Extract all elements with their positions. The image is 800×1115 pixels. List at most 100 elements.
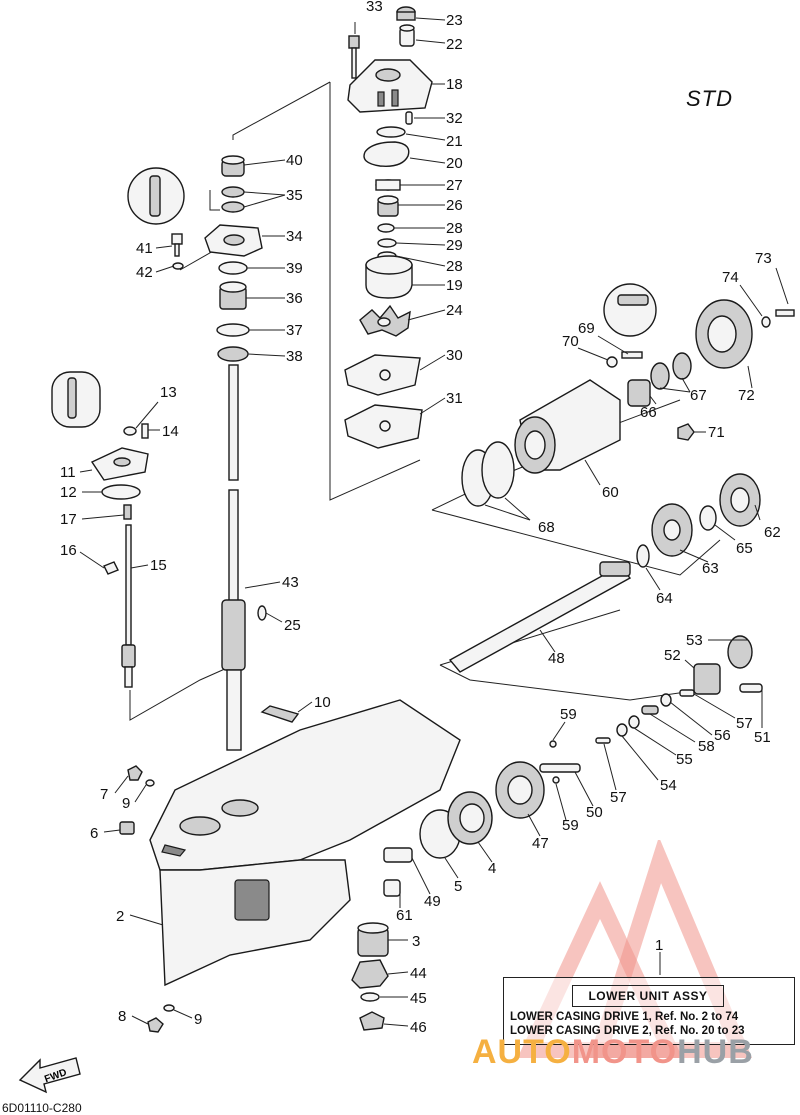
gasket-21 — [376, 126, 406, 138]
callout-25: 25 — [284, 617, 301, 634]
callout-38: 38 — [286, 348, 303, 365]
callout-19: 19 — [446, 277, 463, 294]
callout-72: 72 — [738, 387, 755, 404]
lower-casing-2 — [149, 699, 461, 987]
water-pump-group-line — [232, 81, 331, 140]
insert-cartridge-22 — [399, 24, 415, 47]
callout-6: 6 — [90, 825, 98, 842]
callout-31: 31 — [446, 390, 463, 407]
spring-58 — [641, 705, 659, 715]
shift-plunger-50 — [539, 763, 581, 773]
pin-57b — [595, 737, 611, 744]
callout-20: 20 — [446, 155, 463, 172]
assembly-info-box — [503, 977, 795, 1045]
callout-61: 61 — [396, 907, 413, 924]
bearing-36 — [219, 281, 247, 310]
callout-labels: 33 23 22 18 32 21 20 27 26 28 29 28 19 2… — [60, 0, 781, 1036]
pump-housing-18 — [347, 59, 433, 113]
watermark-part-2: MOTO — [571, 1033, 678, 1071]
callout-56: 56 — [714, 727, 731, 744]
washer-45 — [360, 992, 380, 1002]
callout-60: 60 — [602, 484, 619, 501]
callout-7: 7 — [100, 786, 108, 803]
callout-9a: 9 — [122, 795, 130, 812]
callout-1: 1 — [655, 937, 663, 954]
grommet-23 — [396, 6, 416, 21]
bushing-61 — [383, 879, 401, 897]
pin-57a — [679, 689, 695, 697]
sleeve-38 — [217, 346, 249, 362]
assembly-line-1: LOWER CASING DRIVE 1, Ref. No. 2 to 74 — [510, 1011, 739, 1023]
callout-9b: 9 — [194, 1011, 202, 1028]
shift-rod-15 — [121, 524, 136, 688]
cartridge-19 — [365, 255, 413, 299]
watermark-part-3: HUB — [677, 1033, 754, 1071]
boot-40 — [221, 155, 245, 177]
bolt-33 — [348, 35, 360, 79]
oil-seals-35 — [221, 186, 245, 213]
callout-57b: 57 — [610, 789, 627, 806]
needle-bearing-3 — [357, 922, 389, 957]
callout-52: 52 — [664, 647, 681, 664]
taper-bearing-4 — [447, 791, 493, 845]
callout-59a: 59 — [560, 706, 577, 723]
dowel-6 — [119, 821, 135, 835]
reverse-gear-63 — [651, 503, 693, 557]
pin-32 — [405, 111, 413, 125]
variant-label: STD — [686, 86, 733, 111]
washer-56 — [660, 693, 672, 707]
callout-18: 18 — [446, 76, 463, 93]
drawing-code: 6D01110-C280 — [2, 1101, 82, 1115]
bolt-69 — [621, 351, 643, 359]
fwd-arrow-icon — [18, 1057, 81, 1094]
dog-clutch-52 — [693, 663, 721, 695]
callout-22: 22 — [446, 36, 463, 53]
callout-44: 44 — [410, 965, 427, 982]
callout-37: 37 — [286, 322, 303, 339]
callout-24: 24 — [446, 302, 463, 319]
shim-64 — [636, 544, 650, 568]
needle-bearing-66 — [627, 379, 651, 407]
callout-12: 12 — [60, 484, 77, 501]
callout-23: 23 — [446, 12, 463, 29]
callout-42: 42 — [136, 264, 153, 281]
spring-53 — [727, 635, 753, 669]
callout-30: 30 — [446, 347, 463, 364]
callout-32: 32 — [446, 110, 463, 127]
o-ring-20 — [363, 141, 410, 167]
seal-27 — [375, 179, 401, 191]
callout-65: 65 — [736, 540, 753, 557]
nut-7 — [127, 765, 143, 781]
propeller-shaft-48 — [448, 561, 632, 673]
bearing-housing-60 — [514, 379, 621, 474]
leader-lines — [79, 17, 789, 1027]
trim-tab-10 — [260, 705, 300, 723]
gasket-39 — [218, 261, 248, 275]
seal-housing-11 — [90, 447, 149, 481]
callout-29: 29 — [446, 237, 463, 254]
callout-54: 54 — [660, 777, 677, 794]
callout-4: 4 — [488, 860, 496, 877]
callout-71: 71 — [708, 424, 725, 441]
callout-74: 74 — [722, 269, 739, 286]
callout-50: 50 — [586, 804, 603, 821]
callout-28a: 28 — [446, 220, 463, 237]
callout-3: 3 — [412, 933, 420, 950]
housing-34 — [204, 224, 263, 257]
assembly-title: LOWER UNIT ASSY — [572, 985, 724, 1007]
washer-74 — [761, 316, 771, 328]
callout-58: 58 — [698, 738, 715, 755]
o-rings-68 — [461, 441, 515, 507]
impeller-24 — [359, 304, 411, 337]
callout-11: 11 — [60, 464, 76, 481]
nut-8 — [147, 1017, 164, 1033]
cross-pin-51 — [739, 683, 763, 693]
cap-72 — [695, 299, 753, 369]
pinion-44 — [351, 959, 389, 989]
callout-34: 34 — [286, 228, 303, 245]
callout-5: 5 — [454, 878, 462, 895]
washer-9b — [163, 1004, 175, 1012]
spring-17 — [123, 504, 132, 520]
callout-8: 8 — [118, 1008, 126, 1025]
watermark-logo — [517, 840, 753, 1058]
